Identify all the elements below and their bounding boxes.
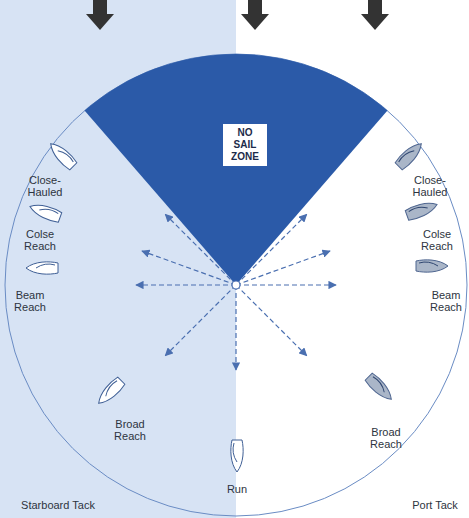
compass-circle [5, 54, 467, 516]
center-point [232, 281, 240, 289]
boat-icon [416, 260, 448, 272]
boat-icon [28, 201, 62, 224]
heading-arrow [236, 251, 330, 285]
boat-icon [46, 139, 77, 170]
wind-arrows [86, 0, 389, 30]
boat-icon [26, 262, 58, 274]
point-of-sail-label: Run [217, 483, 257, 495]
point-of-sail-label: Close-Hauled [400, 174, 460, 198]
zone-label: NO SAIL ZONE [225, 127, 265, 163]
heading-arrow [236, 214, 307, 285]
point-of-sail-label: Port Tack [400, 499, 469, 511]
wind-arrow [86, 0, 114, 30]
heading-arrow [236, 284, 336, 285]
heading-arrow [136, 284, 236, 285]
wind-arrow [361, 0, 389, 30]
point-of-sail-label: Beam Reach [424, 289, 468, 313]
point-of-sail-label: Starboard Tack [8, 499, 108, 511]
point-of-sail-label: Beam Reach [5, 289, 55, 313]
wind-arrow [241, 0, 269, 30]
heading-arrows [136, 214, 336, 370]
boat-icon [231, 440, 243, 472]
zone-label-box: NO SAIL ZONE [223, 124, 267, 166]
point-of-sail-label: Broad Reach [105, 418, 155, 442]
no-sail-wedge [85, 54, 388, 285]
heading-arrow [142, 251, 236, 285]
boat-icon [94, 376, 125, 407]
boat-icon [364, 372, 395, 403]
boat-icon [405, 199, 439, 222]
heading-arrow [235, 285, 236, 370]
point-of-sail-label: Colse Reach [10, 228, 70, 252]
heading-arrow [165, 214, 236, 285]
boat-icon [394, 139, 425, 170]
point-of-sail-label: Colse Reach [409, 228, 465, 252]
point-of-sail-label: Broad Reach [361, 426, 411, 450]
heading-arrow [165, 285, 236, 356]
heading-arrow [236, 285, 307, 356]
point-of-sail-label: Close-Hauled [15, 174, 75, 198]
